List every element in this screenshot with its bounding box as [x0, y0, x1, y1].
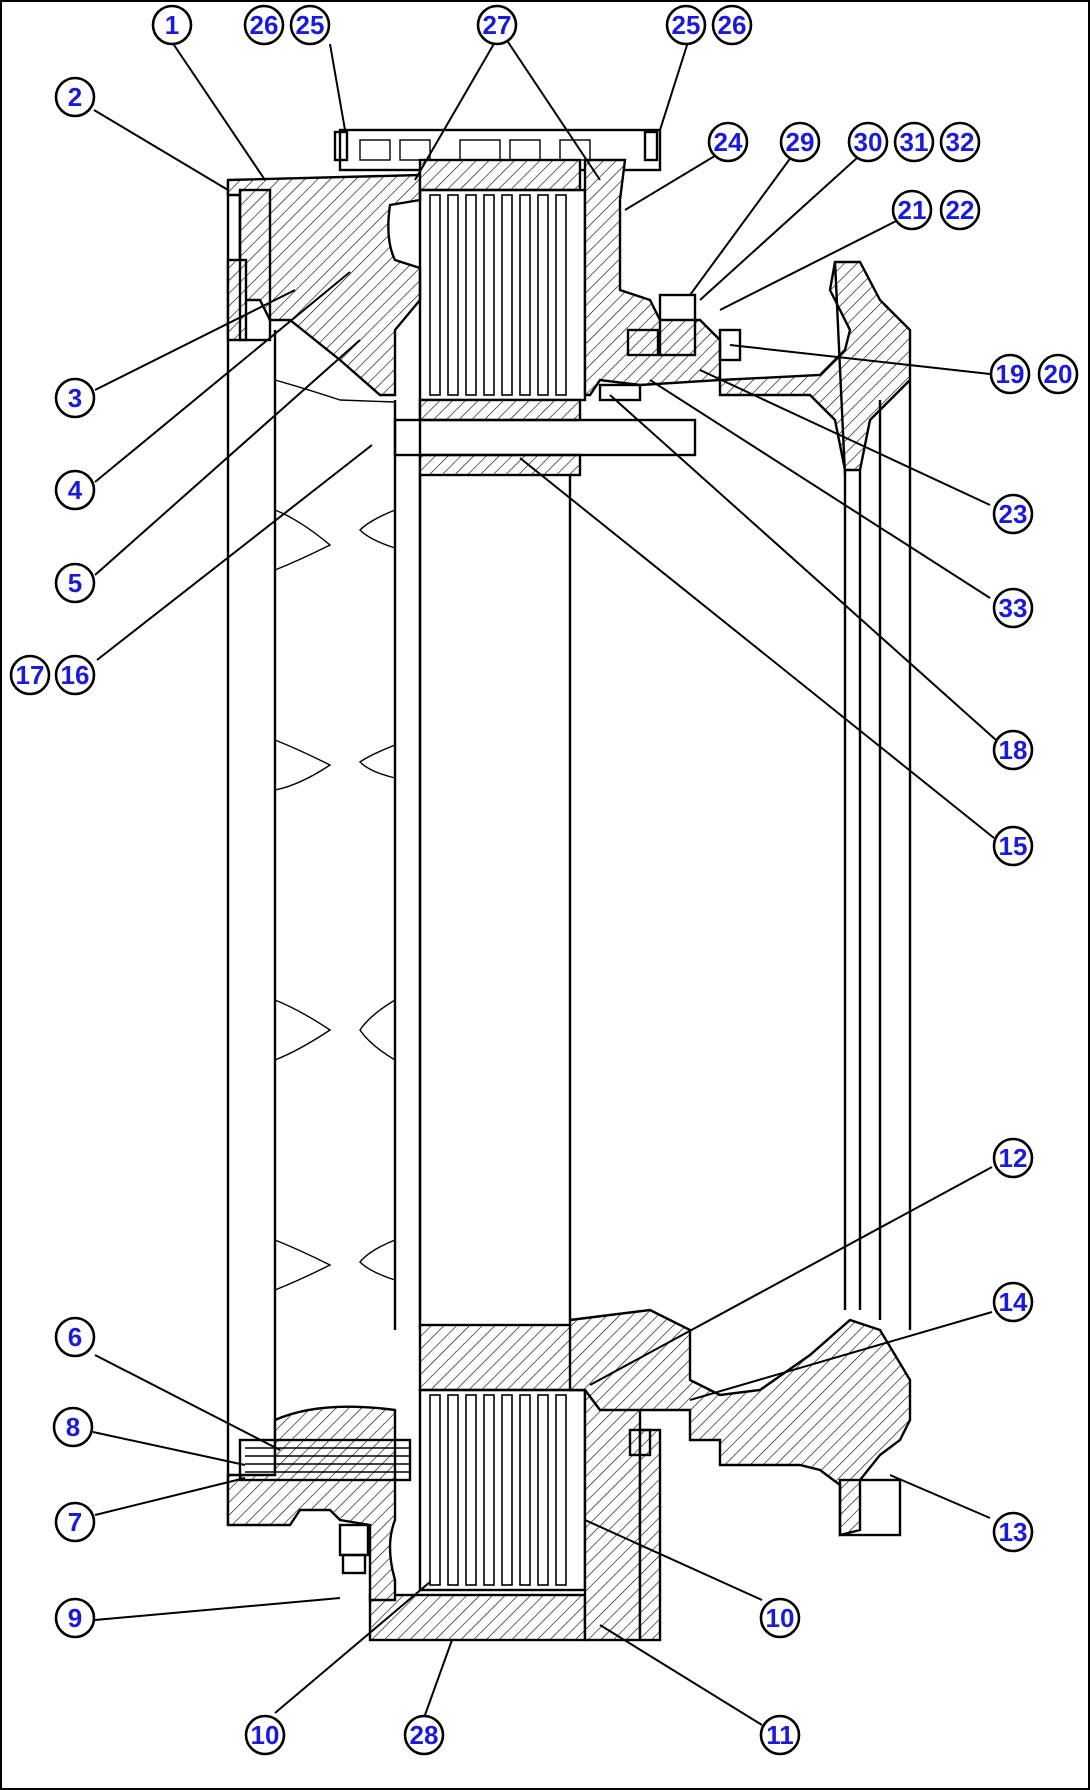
callout-label: 14: [999, 1287, 1028, 1317]
callout-5: 5: [54, 562, 96, 604]
callout-label: 4: [68, 475, 83, 505]
callout-19: 19: [989, 353, 1031, 395]
callout-22: 22: [939, 189, 981, 231]
callout-25-left: 25: [289, 4, 331, 46]
callout-label: 16: [61, 660, 90, 690]
callout-21: 21: [891, 189, 933, 231]
bottom-disc-pack: [368, 1323, 662, 1642]
callout-label: 15: [999, 831, 1028, 861]
callout-26-right: 26: [711, 4, 753, 46]
callout-label: 18: [999, 735, 1028, 765]
callout-20: 20: [1037, 353, 1079, 395]
callout-label: 19: [996, 359, 1025, 389]
callout-label: 10: [251, 1720, 280, 1750]
callout-25-right: 25: [665, 4, 707, 46]
center-shaft: [418, 475, 572, 1320]
callout-label: 25: [672, 10, 701, 40]
callout-23: 23: [992, 493, 1034, 535]
callout-label: 5: [68, 568, 82, 598]
callout-33: 33: [992, 587, 1034, 629]
callout-label: 11: [766, 1720, 794, 1750]
callout-label: 23: [999, 499, 1028, 529]
leader-lines: [92, 41, 997, 1726]
callout-7: 7: [54, 1501, 96, 1543]
callout-9: 9: [54, 1597, 96, 1639]
callout-32: 32: [939, 121, 981, 163]
callout-label: 30: [854, 127, 883, 157]
callout-10-left: 10: [244, 1714, 286, 1756]
callout-15: 15: [992, 825, 1034, 867]
callout-label: 26: [250, 10, 279, 40]
callout-label: 28: [410, 1720, 439, 1750]
callout-label: 13: [999, 1517, 1028, 1547]
callout-2: 2: [54, 76, 96, 118]
callout-label: 9: [68, 1603, 82, 1633]
callout-label: 27: [483, 10, 512, 40]
callout-30: 30: [847, 121, 889, 163]
callout-24: 24: [707, 121, 749, 163]
callout-27: 27: [476, 4, 518, 46]
callout-31: 31: [893, 121, 935, 163]
bottom-right-hub: [568, 1308, 912, 1537]
right-wheel-hub: [718, 260, 912, 1330]
callout-label: 2: [68, 82, 82, 112]
callout-11: 11: [759, 1714, 801, 1756]
callout-label: 24: [714, 127, 743, 157]
callout-label: 26: [718, 10, 747, 40]
callout-29: 29: [779, 121, 821, 163]
top-right-piston-housing: [583, 158, 742, 402]
callout-13: 13: [992, 1511, 1034, 1553]
callout-label: 6: [68, 1322, 82, 1352]
callout-28: 28: [403, 1714, 445, 1756]
callout-10-right: 10: [759, 1597, 801, 1639]
callout-label: 31: [900, 127, 929, 157]
callout-label: 3: [68, 383, 82, 413]
callout-label: 22: [946, 195, 975, 225]
callout-label: 12: [999, 1143, 1028, 1173]
callout-label: 29: [786, 127, 815, 157]
callout-8: 8: [52, 1406, 94, 1448]
callout-1: 1: [151, 4, 193, 46]
callout-label: 17: [16, 660, 45, 690]
top-housing: [226, 173, 422, 397]
callout-label: 10: [766, 1603, 795, 1633]
callout-4: 4: [54, 469, 96, 511]
callout-label: 33: [999, 593, 1028, 623]
callout-label: 7: [68, 1507, 82, 1537]
callout-label: 1: [165, 10, 179, 40]
callout-3: 3: [54, 377, 96, 419]
callout-12: 12: [992, 1137, 1034, 1179]
callout-label: 25: [296, 10, 325, 40]
callout-label: 21: [898, 195, 927, 225]
callout-label: 20: [1044, 359, 1073, 389]
callout-label: 32: [946, 127, 975, 157]
bottom-left-housing: [226, 1405, 412, 1602]
callout-6: 6: [54, 1316, 96, 1358]
callout-14: 14: [992, 1281, 1034, 1323]
callout-26-left: 26: [243, 4, 285, 46]
callout-17: 17: [9, 654, 51, 696]
callout-18: 18: [992, 729, 1034, 771]
callout-label: 8: [66, 1412, 80, 1442]
top-disc-pack: [393, 158, 697, 477]
callout-16: 16: [54, 654, 96, 696]
